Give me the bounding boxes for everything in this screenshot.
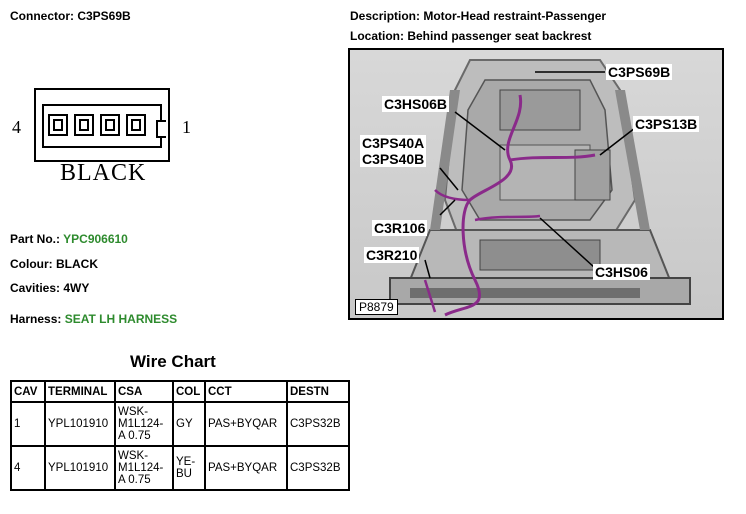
cell-col: GY [172,401,206,447]
wire-chart-table: CAV TERMINAL CSA COL CCT DESTN 1 YPL1019… [10,380,350,491]
pin-cavity-3 [74,114,94,136]
cell-destn: C3PS32B [286,401,350,447]
cell-col: YE-BU [172,445,206,491]
harness-value[interactable]: SEAT LH HARNESS [64,312,178,326]
cell-cct: PAS+BYQAR [204,445,288,491]
callout-c3hs06b[interactable]: C3HS06B [382,96,450,112]
cell-cct: PAS+BYQAR [204,401,288,447]
pin-cavity-4 [48,114,68,136]
location-photo: C3PS69B C3HS06B C3PS13B C3PS40A C3PS40B … [348,48,724,320]
column-header-terminal: TERMINAL [44,380,116,403]
callout-c3ps40b[interactable]: C3PS40B [360,151,427,167]
table-header-row: CAV TERMINAL CSA COL CCT DESTN [10,380,350,403]
callout-c3ps69b[interactable]: C3PS69B [606,64,673,80]
column-header-col: COL [172,380,206,403]
figure-plate-number: P8879 [355,299,398,315]
wire-chart-title: Wire Chart [130,352,216,371]
pin-cavity-1 [126,114,146,136]
part-number: Part No.: YPC906610 [10,232,128,246]
connector-colour-label: BLACK [60,160,147,186]
part-number-value[interactable]: YPC906610 [63,232,128,246]
column-header-cct: CCT [204,380,288,403]
part-number-label: Part No.: [10,232,61,246]
cell-terminal: YPL101910 [44,401,116,447]
column-header-destn: DESTN [286,380,350,403]
connector-key [156,120,166,138]
pin-number-left: 4 [12,117,21,137]
column-header-cav: CAV [10,380,46,403]
connector-title: Connector: C3PS69B [10,9,131,23]
pin-cavity-2 [100,114,120,136]
colour-text: Colour: BLACK [10,257,98,271]
cell-terminal: YPL101910 [44,445,116,491]
cell-cav: 4 [10,445,46,491]
cell-destn: C3PS32B [286,445,350,491]
cell-cav: 1 [10,401,46,447]
location-text: Location: Behind passenger seat backrest [350,29,592,43]
callout-c3r106[interactable]: C3R106 [372,220,428,236]
table-row: 4 YPL101910 WSK-M1L124-A 0.75 YE-BU PAS+… [10,445,350,491]
callout-c3ps13b[interactable]: C3PS13B [633,116,700,132]
callout-c3hs06[interactable]: C3HS06 [593,264,650,280]
harness-label: Harness: [10,312,62,326]
description-text: Description: Motor-Head restraint-Passen… [350,9,607,23]
seat-illustration [350,50,722,318]
connector-housing [34,88,170,162]
callout-c3ps40a[interactable]: C3PS40A [360,135,427,151]
column-header-csa: CSA [114,380,174,403]
cell-csa: WSK-M1L124-A 0.75 [114,401,174,447]
pin-number-right: 1 [182,117,191,137]
cavities-text: Cavities: 4WY [10,281,90,295]
table-row: 1 YPL101910 WSK-M1L124-A 0.75 GY PAS+BYQ… [10,401,350,447]
callout-c3r210[interactable]: C3R210 [364,247,420,263]
harness: Harness: SEAT LH HARNESS [10,312,177,326]
cell-csa: WSK-M1L124-A 0.75 [114,445,174,491]
